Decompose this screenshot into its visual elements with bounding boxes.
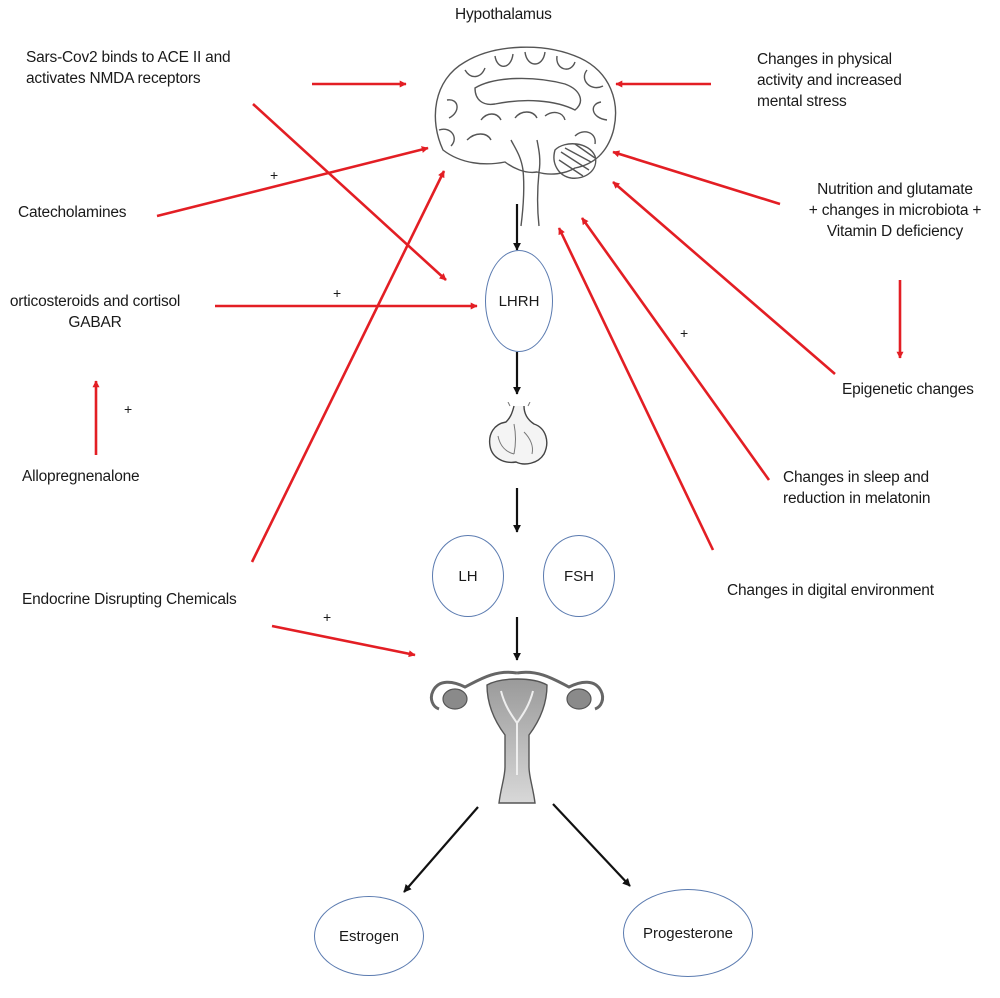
arrow-sars-to-lhrh (252, 103, 447, 281)
allopregnenalone-label: Allopregnenalone (22, 468, 140, 485)
uterus-ovaries-icon (429, 670, 605, 804)
physical-activity-label: Changes in physical activity and increas… (757, 50, 902, 113)
corticosteroids-label: orticosteroids and cortisol GABAR (0, 292, 190, 334)
estrogen-label: Estrogen (338, 927, 400, 945)
sleep-melatonin-line-2: reduction in melatonin (783, 489, 931, 507)
physical-activity-line-2: activity and increased (757, 71, 902, 89)
catecholamines-label: Catecholamines (18, 204, 127, 221)
digital-environment-label: Changes in digital environment (727, 582, 934, 599)
sleep-melatonin-line-1: Changes in sleep and (783, 469, 929, 486)
nutrition-line-2: + changes in microbiota + (808, 201, 982, 219)
nutrition-label: Nutrition and glutamate + changes in mic… (790, 180, 1000, 243)
lhrh-node: LHRH (485, 250, 553, 352)
brain-icon (434, 46, 617, 227)
arrow-endocrine-to-hypothalamus (250, 170, 446, 563)
physical-activity-line-3: mental stress (757, 92, 847, 110)
arrow-catecholamines-to-hypothalamus (156, 146, 429, 218)
plus-sign-endocrine: + (323, 609, 332, 625)
arrow-nutrition-to-hypothalamus (612, 150, 781, 206)
fsh-label: FSH (564, 567, 594, 585)
corticosteroids-line-2: GABAR (68, 313, 122, 331)
sleep-melatonin-label: Changes in sleep and reduction in melato… (783, 468, 930, 510)
plus-sign-sleep: + (680, 325, 689, 341)
plus-sign-allopregnenalone: + (124, 401, 133, 417)
sars-cov2-label: Sars-Cov2 binds to ACE II and activates … (26, 48, 231, 90)
lhrh-label: LHRH (498, 292, 540, 310)
nutrition-line-1: Nutrition and glutamate (817, 181, 973, 198)
sars-cov2-line-1: Sars-Cov2 binds to ACE II and (26, 49, 231, 66)
arrow-ovaries-to-progesterone (552, 803, 631, 887)
corticosteroids-line-1: orticosteroids and cortisol (9, 293, 181, 310)
lh-label: LH (458, 567, 478, 585)
lh-node: LH (432, 535, 504, 617)
endocrine-disrupting-label: Endocrine Disrupting Chemicals (22, 591, 237, 608)
arrow-digital-to-hypothalamus (557, 227, 715, 551)
plus-sign-corticosteroids: + (333, 285, 342, 301)
arrow-sleep-to-hypothalamus (580, 217, 771, 481)
arrow-ovaries-to-estrogen (403, 806, 479, 893)
sars-cov2-line-2: activates NMDA receptors (26, 69, 201, 87)
fsh-node: FSH (543, 535, 615, 617)
progesterone-label: Progesterone (642, 924, 734, 942)
plus-sign-catecholamines: + (270, 167, 279, 183)
nutrition-line-3: Vitamin D deficiency (826, 222, 964, 240)
arrow-endocrine-to-uterus (271, 624, 416, 658)
progesterone-node: Progesterone (623, 889, 753, 977)
physical-activity-line-1: Changes in physical (757, 51, 892, 68)
epigenetic-label: Epigenetic changes (842, 381, 974, 398)
hypothalamus-label: Hypothalamus (455, 6, 552, 23)
estrogen-node: Estrogen (314, 896, 424, 976)
pituitary-gland-icon (488, 402, 548, 465)
arrow-epigenetic-to-hypothalamus (612, 181, 836, 375)
